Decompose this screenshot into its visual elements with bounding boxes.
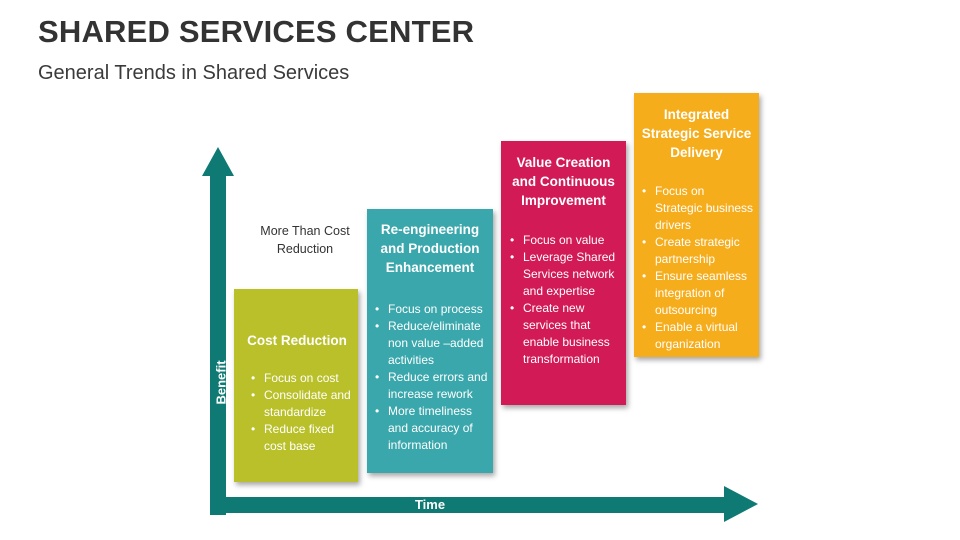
bullet-list: Focus on process Reduce/eliminate non va…	[371, 301, 489, 454]
bullet-item: Focus on value	[510, 232, 622, 249]
bullet-item: Reduce fixed cost base	[251, 421, 352, 455]
card-value-creation: Value Creation and Continuous Improvemen…	[501, 141, 626, 405]
card-integrated-strategic: Integrated Strategic Service Delivery Fo…	[634, 93, 759, 357]
bullet-item: Focus on Strategic business drivers	[642, 183, 755, 234]
card-title: Integrated Strategic Service Delivery	[641, 107, 752, 160]
card-reengineering: Re-engineering and Production Enhancemen…	[367, 209, 493, 473]
bullet-item: Reduce errors and increase rework	[375, 369, 489, 403]
card-cost-reduction: Cost Reduction Focus on cost Consolidate…	[234, 289, 358, 482]
bullet-item: Focus on process	[375, 301, 489, 318]
bullet-item: Create strategic partnership	[642, 234, 755, 268]
benefit-axis-arrow	[202, 147, 234, 515]
card-title: Value Creation and Continuous Improvemen…	[512, 155, 615, 208]
bullet-item: More timeliness and accuracy of informat…	[375, 403, 489, 454]
bullet-list: Focus on Strategic business drivers Crea…	[638, 183, 755, 353]
time-axis-label: Time	[414, 497, 446, 512]
bullet-item: Consolidate and standardize	[251, 387, 352, 421]
bullet-item: Ensure seamless integration of outsourci…	[642, 268, 755, 319]
page-subtitle: General Trends in Shared Services	[38, 62, 350, 84]
card-title: Re-engineering and Production Enhancemen…	[380, 222, 480, 275]
card-title: Cost Reduction	[247, 333, 347, 348]
time-axis-arrow	[210, 486, 758, 522]
more-than-cost-note: More Than Cost Reduction	[260, 224, 350, 256]
bullet-item: Reduce/eliminate non value –added activi…	[375, 318, 489, 369]
page-title: SHARED SERVICES CENTER	[38, 14, 475, 49]
bullet-list: Focus on value Leverage Shared Services …	[505, 232, 622, 368]
benefit-axis-label: Benefit	[213, 360, 229, 405]
bullet-item: Create new services that enable business…	[510, 300, 622, 368]
bullet-item: Enable a virtual organization	[642, 319, 755, 353]
bullet-item: Focus on cost	[251, 370, 352, 387]
bullet-item: Leverage Shared Services network and exp…	[510, 249, 622, 300]
bullet-list: Focus on cost Consolidate and standardiz…	[242, 370, 352, 455]
